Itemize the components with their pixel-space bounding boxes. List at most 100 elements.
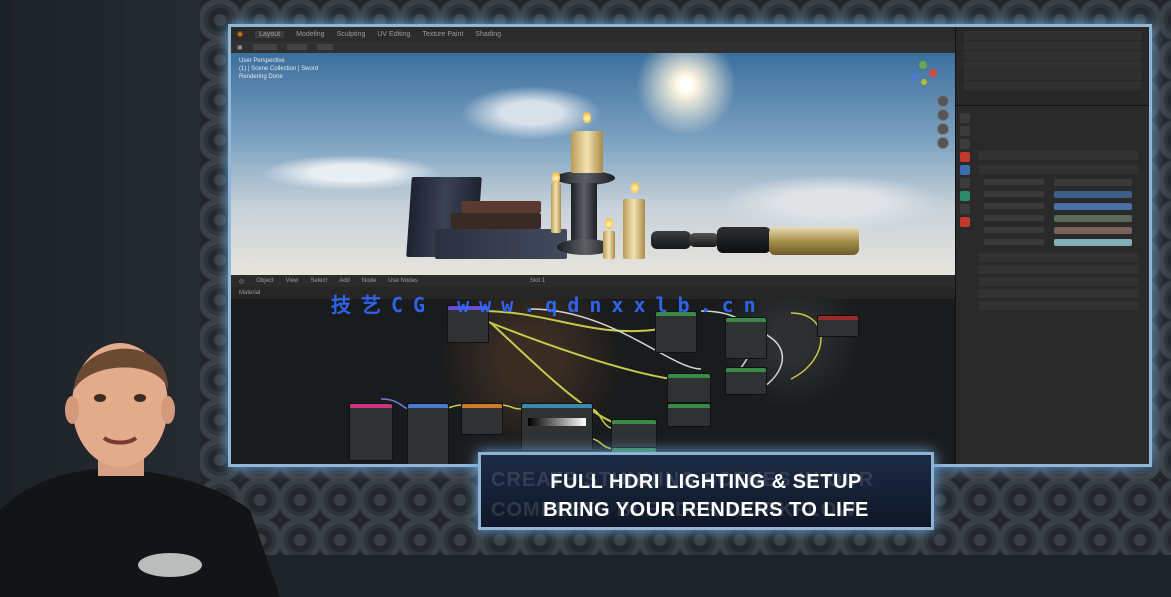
candle-small-right (603, 231, 615, 259)
properties-panel (955, 27, 1149, 464)
section-custom-properties[interactable] (978, 301, 1138, 310)
outliner-row[interactable] (964, 71, 1142, 80)
world-icon[interactable] (960, 165, 970, 175)
workspace-tab-layout[interactable]: Layout (255, 30, 285, 38)
book-stack-1 (461, 201, 541, 213)
candle-holder-top (555, 171, 615, 185)
3d-viewport[interactable]: User Perspective (1) | Scene Collection … (231, 53, 955, 275)
use-nodes-toggle[interactable]: Use Nodes (388, 278, 418, 284)
node-math[interactable] (667, 403, 711, 427)
physics-icon[interactable] (960, 204, 970, 214)
prop-row-shader1[interactable] (984, 227, 1144, 235)
node-editor-type-icon[interactable]: ◎ (239, 278, 245, 285)
section-ray-visibility[interactable] (978, 265, 1138, 274)
editor-type-icon[interactable]: ▣ (237, 44, 243, 51)
prop-row-color[interactable] (984, 191, 1144, 199)
blender-topbar: ◉ Layout Modeling Sculpting UV Editing T… (231, 27, 955, 41)
prop-row-surface[interactable] (984, 179, 1144, 187)
candle-flame-right (631, 181, 639, 193)
node-mix-2[interactable] (725, 317, 767, 359)
outliner-row[interactable] (964, 61, 1142, 70)
section-volume[interactable] (978, 165, 1138, 174)
output-icon[interactable] (960, 126, 970, 136)
workspace-tab-sculpting[interactable]: Sculpting (336, 30, 366, 38)
spyglass-body (717, 227, 771, 253)
properties-tabs (960, 113, 972, 230)
node-mix-1[interactable] (655, 311, 697, 353)
hand-icon[interactable] (937, 109, 949, 121)
add-menu[interactable] (316, 44, 333, 50)
presenter (0, 343, 280, 597)
workspace-tab-texture[interactable]: Texture Paint (422, 30, 464, 38)
node-menu-node[interactable]: Node (361, 278, 377, 284)
node-mapping[interactable] (407, 403, 449, 464)
spyglass-eyepiece (651, 231, 691, 249)
node-mix-shader[interactable] (667, 373, 711, 403)
watermark-text: 技艺CG www.qdnxxlb.cn (331, 293, 766, 317)
viewport-info: User Perspective (1) | Scene Collection … (239, 57, 318, 81)
background-bottom (200, 555, 1171, 597)
node-texture-coord[interactable] (447, 305, 489, 343)
material-selector[interactable]: Material (239, 290, 261, 296)
object-icon[interactable] (960, 178, 970, 188)
node-color-ramp[interactable] (521, 403, 593, 451)
node-menu-add[interactable]: Add (339, 278, 350, 284)
candle-small-left (551, 183, 561, 233)
banner-line1: FULL HDRI LIGHTING & SETUP (550, 471, 862, 493)
shader-node-editor[interactable]: 技艺CG www.qdnxxlb.cn (231, 293, 955, 464)
outliner[interactable] (956, 27, 1149, 106)
node-add-shader[interactable] (725, 367, 767, 395)
outliner-row[interactable] (964, 41, 1142, 50)
candle-flame-small (605, 217, 613, 229)
node-mix-3[interactable] (611, 419, 657, 449)
node-menu-view[interactable]: View (285, 278, 299, 284)
zoom-icon[interactable] (937, 123, 949, 135)
node-editor-breadcrumb: Material (231, 287, 955, 299)
title-banner: CREATE STUNNING SCENES IN OUR COMPLETE B… (478, 452, 934, 530)
navigation-gizmo[interactable] (907, 59, 941, 93)
modifier-icon[interactable] (960, 191, 970, 201)
outliner-row[interactable] (964, 31, 1142, 40)
candle-right (623, 199, 645, 259)
color-ramp-gradient[interactable] (528, 418, 586, 426)
grid-icon[interactable] (937, 137, 949, 149)
workspace-tab-uv[interactable]: UV Editing (377, 30, 411, 38)
candle-holder-stem (571, 183, 597, 243)
node-texture-coordinate[interactable] (349, 403, 393, 461)
section-settings[interactable] (978, 277, 1138, 286)
node-output[interactable] (817, 315, 859, 337)
node-menu-select[interactable]: Select (310, 278, 328, 284)
banner-ghost-line1: CREATE STUNNING SCENES IN OUR (491, 469, 875, 491)
blender-window: ◉ Layout Modeling Sculpting UV Editing T… (228, 24, 1152, 467)
viewport-header: ▣ (231, 41, 955, 53)
spyglass-brass-tube (769, 227, 859, 255)
material-icon[interactable] (960, 217, 970, 227)
node-menu-object[interactable]: Object (256, 278, 274, 284)
view-menu[interactable] (252, 44, 277, 50)
banner-line2: BRING YOUR RENDERS TO LIFE (543, 499, 869, 521)
candle-flame-left (552, 171, 560, 183)
workspace-tab-shading[interactable]: Shading (475, 30, 501, 38)
workspace-tab-modeling[interactable]: Modeling (296, 30, 325, 38)
candle-holder-base (557, 239, 613, 255)
prop-row-shader2[interactable] (984, 239, 1144, 247)
blender-logo-icon[interactable]: ◉ (237, 31, 244, 38)
section-surface[interactable] (978, 151, 1138, 160)
section-volume-2[interactable] (978, 253, 1138, 262)
prop-row-strength[interactable] (984, 203, 1144, 211)
camera-icon[interactable] (937, 95, 949, 107)
outliner-row[interactable] (964, 51, 1142, 60)
viewport-info-line2: (1) | Scene Collection | Sword (239, 66, 319, 72)
prop-row-factor[interactable] (984, 215, 1144, 223)
select-menu[interactable] (286, 44, 307, 50)
node-separate[interactable] (461, 403, 503, 435)
render-icon[interactable] (960, 113, 970, 123)
slot-selector[interactable]: Slot 1 (529, 278, 546, 284)
view-layer-icon[interactable] (960, 139, 970, 149)
section-viewport-display[interactable] (978, 289, 1138, 298)
scene-icon[interactable] (960, 152, 970, 162)
node-editor-header: ◎ Object View Select Add Node Use Nodes … (231, 275, 955, 287)
outliner-row[interactable] (964, 81, 1142, 90)
candle-flame-main (583, 111, 591, 123)
book-stack-3 (435, 229, 567, 259)
